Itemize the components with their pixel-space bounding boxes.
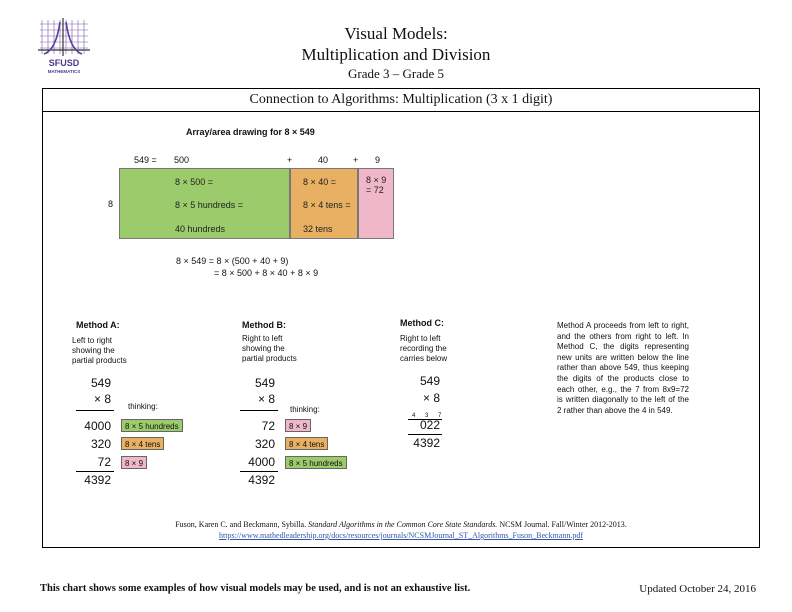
method-c-total: 4392 <box>413 436 440 450</box>
method-b-title: Method B: <box>242 320 286 330</box>
method-b-partial: 4000 <box>248 455 275 469</box>
array-region-ones: 8 × 9 = 72 <box>358 168 394 239</box>
method-a-rule <box>76 471 114 472</box>
method-b-multiplicand: 549 <box>254 376 275 390</box>
page-title-line1: Visual Models: <box>344 24 448 43</box>
method-a-desc-line: partial products <box>72 356 127 365</box>
logo-text: SFUSD <box>49 58 80 68</box>
method-c-desc-line: carries below <box>400 354 448 363</box>
method-b-rule <box>240 410 278 411</box>
grade-range: Grade 3 – Grade 5 <box>347 66 444 81</box>
array-label-plus1: + <box>287 155 293 165</box>
hundreds-line3: 40 hundreds <box>175 224 226 234</box>
equation-line1: 8 × 549 = 8 × (500 + 40 + 9) <box>176 256 289 266</box>
method-c-multiplicand: 549 <box>419 374 440 388</box>
method-a-tag: 8 × 4 tens <box>121 437 165 450</box>
page-title-line2: Multiplication and Division <box>301 45 491 64</box>
method-a-partial: 72 <box>97 455 111 469</box>
citation: Fuson, Karen C. and Beckmann, Sybilla. S… <box>42 520 760 529</box>
method-b-total: 4392 <box>248 473 275 487</box>
method-c-carries: 4 3 7 <box>412 413 446 419</box>
method-a-tag: 8 × 9 <box>121 456 148 469</box>
logo-graph-icon: SFUSD MATHEMATICS <box>38 18 90 74</box>
method-b-desc-line: Right to left <box>242 334 283 343</box>
array-region-tens: 8 × 40 = 8 × 4 tens = 32 tens <box>290 168 358 239</box>
footer-note: This chart shows some examples of how vi… <box>40 583 471 594</box>
citation-link[interactable]: https://www.mathedleadership.org/docs/re… <box>219 531 583 540</box>
section-title: Connection to Algorithms: Multiplication… <box>42 88 760 112</box>
method-b-desc-line: showing the <box>242 344 285 353</box>
array-label-40: 40 <box>318 155 329 165</box>
array-region-hundreds: 8 × 500 = 8 × 5 hundreds = 40 hundreds <box>119 168 290 239</box>
method-a-partial: 4000 <box>84 419 111 433</box>
method-a-rule <box>76 410 114 411</box>
hundreds-line1: 8 × 500 = <box>175 177 214 187</box>
method-a-thinking: thinking: <box>128 402 158 411</box>
tens-line2: 8 × 4 tens = <box>303 200 351 210</box>
method-a-desc: Left to right showing the partial produc… <box>72 336 162 366</box>
method-b-desc-line: partial products <box>242 354 297 363</box>
method-b-tag: 8 × 5 hundreds <box>285 456 347 469</box>
method-c-rule <box>408 419 442 420</box>
method-a-total: 4392 <box>84 473 111 487</box>
method-b-partial: 320 <box>254 437 275 451</box>
content-frame <box>42 88 760 548</box>
citation-authors: Fuson, Karen C. and Beckmann, Sybilla. <box>175 520 309 529</box>
method-c-multiplier: × 8 <box>422 391 440 405</box>
method-b-multiplier: × 8 <box>257 392 275 406</box>
method-a-multiplicand: 549 <box>90 376 111 390</box>
array-label-plus2: + <box>353 155 359 165</box>
method-b-tag: 8 × 4 tens <box>285 437 329 450</box>
array-label-549: 549 = <box>134 155 157 165</box>
method-c-rule <box>408 434 442 435</box>
hundreds-line2: 8 × 5 hundreds = <box>175 200 244 210</box>
array-label-9: 9 <box>375 155 381 165</box>
method-c-partial: 022 <box>419 418 440 432</box>
method-c-desc: Right to left recording the carries belo… <box>400 334 490 364</box>
ones-line2: = 72 <box>366 185 384 195</box>
method-b-partial: 72 <box>261 419 275 433</box>
method-b-desc: Right to left showing the partial produc… <box>242 334 332 364</box>
method-a-title: Method A: <box>76 320 120 330</box>
method-c-desc-line: Right to left <box>400 334 441 343</box>
method-a-tag: 8 × 5 hundreds <box>121 419 183 432</box>
array-title: Array/area drawing for 8 × 549 <box>186 127 315 137</box>
method-a-desc-line: Left to right <box>72 336 113 345</box>
citation-title: Standard Algorithms in the Common Core S… <box>308 520 498 529</box>
equation-line2: = 8 × 500 + 8 × 40 + 8 × 9 <box>214 268 319 278</box>
array-label-500: 500 <box>174 155 190 165</box>
method-a-desc-line: showing the <box>72 346 115 355</box>
tens-line1: 8 × 40 = <box>303 177 337 187</box>
method-c-desc-line: recording the <box>400 344 447 353</box>
citation-source: NCSM Journal. Fall/Winter 2012-2013. <box>497 520 627 529</box>
method-b-rule <box>240 471 278 472</box>
method-a-multiplier: × 8 <box>93 392 111 406</box>
method-b-thinking: thinking: <box>290 405 320 414</box>
updated-date: Updated October 24, 2016 <box>639 583 756 595</box>
tens-line3: 32 tens <box>303 224 333 234</box>
logo-subtext: MATHEMATICS <box>48 69 81 74</box>
array-side-label: 8 <box>108 199 114 209</box>
method-b-tag: 8 × 9 <box>285 419 312 432</box>
ones-line1: 8 × 9 <box>366 175 387 185</box>
sfusd-logo: SFUSD MATHEMATICS <box>36 14 94 76</box>
method-c-title: Method C: <box>400 318 444 328</box>
method-a-partial: 320 <box>90 437 111 451</box>
method-explanation: Method A proceeds from left to right, an… <box>557 321 689 415</box>
